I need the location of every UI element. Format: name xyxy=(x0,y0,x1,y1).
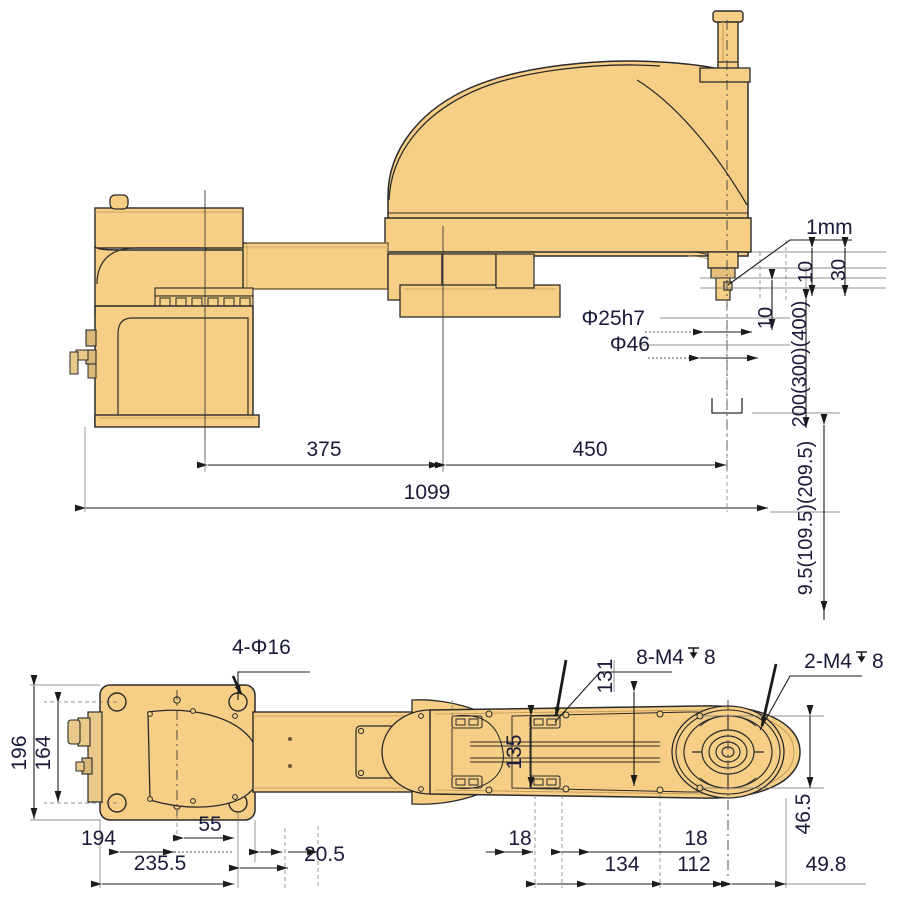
dim-label-112: 112 xyxy=(677,853,710,876)
base-connector-block-plan xyxy=(67,711,103,803)
dim-label-450: 450 xyxy=(572,438,607,461)
dim-label-134: 134 xyxy=(604,853,639,876)
shaft-upper-block xyxy=(699,67,751,83)
depth-symbol-2-m4 xyxy=(855,651,868,664)
dim-label-stroke: 200(300)(400) xyxy=(789,301,811,428)
dim-label-10-upper: 10 xyxy=(795,261,817,283)
dim-label-8-m4-depth: 8 xyxy=(704,646,716,669)
dim-label-55: 55 xyxy=(198,813,221,836)
arm-joint-blocks xyxy=(387,253,561,318)
dim-label-1099: 1099 xyxy=(404,481,451,504)
dim-label-10-lower: 10 xyxy=(755,307,777,329)
dim-label-20p5: 20.5 xyxy=(304,843,345,866)
dim-label-phi25h7: Φ25h7 xyxy=(582,307,645,330)
dim-label-135: 135 xyxy=(503,734,526,769)
robot-base-body xyxy=(69,194,260,428)
dim-label-lower-stroke: 9.5(109.5)(209.5) xyxy=(795,441,817,596)
base-connectors xyxy=(69,329,97,379)
base-mounting-plate xyxy=(67,684,263,821)
dim-label-164: 164 xyxy=(32,735,55,770)
dim-label-46p5: 46.5 xyxy=(792,794,815,835)
quill-output-shaft xyxy=(707,251,739,301)
dim-line-131 xyxy=(613,660,638,786)
dim-label-4-phi16: 4-Φ16 xyxy=(232,636,291,659)
dim-label-30: 30 xyxy=(828,259,850,281)
depth-symbol-8-m4 xyxy=(687,647,700,660)
dim-label-49p8: 49.8 xyxy=(806,853,847,876)
dim-label-8-m4: 8-M4 xyxy=(636,646,684,669)
leader-8-m4 xyxy=(554,659,672,723)
tool-flange-bracket xyxy=(711,398,743,414)
side-elevation-view: 1mm 10 30 10 Φ25h7 Φ46 2 xyxy=(69,10,886,620)
leader-4-phi16 xyxy=(231,671,310,700)
dim-label-196: 196 xyxy=(8,735,31,770)
dim-label-194: 194 xyxy=(81,827,116,850)
dim-label-2-m4: 2-M4 xyxy=(804,650,852,673)
dim-label-18-right: 18 xyxy=(684,827,707,850)
dim-line-49p8 xyxy=(721,798,866,888)
dim-label-131: 131 xyxy=(594,658,617,693)
leader-2-m4 xyxy=(759,663,862,731)
center-lines-plan-view xyxy=(176,690,729,880)
leader-1mm xyxy=(727,239,852,286)
dim-label-235p5: 235.5 xyxy=(134,852,187,875)
bottom-plan-view: 4-Φ16 196 164 55 194 235.5 xyxy=(8,636,884,888)
ball-screw-spline-shaft xyxy=(712,10,744,71)
dim-label-1mm: 1mm xyxy=(806,216,853,239)
projection-lines-side-view xyxy=(84,240,886,513)
dim-label-375: 375 xyxy=(306,438,341,461)
dim-label-2-m4-depth: 8 xyxy=(872,650,884,673)
dim-label-phi46: Φ46 xyxy=(610,333,650,356)
extension-lines-plan-view xyxy=(30,684,824,888)
upper-arm-housing xyxy=(384,60,752,269)
dim-label-18-left: 18 xyxy=(508,827,531,850)
